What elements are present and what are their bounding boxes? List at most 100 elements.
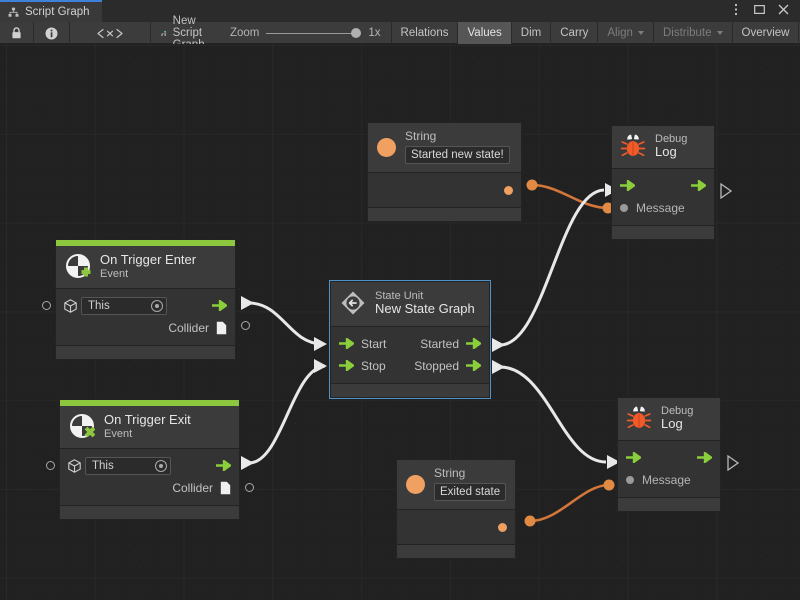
node-row-message: Message [620,197,706,219]
node-body: This Collider [60,448,239,505]
flow-input-arrow-icon[interactable] [339,338,354,350]
node-accent-bar [60,400,239,406]
lock-icon [12,27,21,39]
lock-button[interactable] [0,22,34,44]
node-title: String [434,466,466,480]
collider-value-icon[interactable] [216,321,227,335]
node-body [368,173,521,208]
zoom-label: Zoom [229,27,260,39]
debug-bug-icon [626,407,652,429]
object-picker-icon[interactable] [155,459,167,472]
node-header: String Started new state! [368,123,521,174]
toolbar-button-align[interactable]: Align [598,22,654,44]
zoom-slider-track [266,32,362,34]
toolbar-button-label: Dim [520,27,542,39]
port-enter-target-input[interactable] [42,301,51,310]
node-string-bottom[interactable]: String Exited state [396,459,516,560]
port-exit-target-input[interactable] [46,461,55,470]
toolbar-button-values[interactable]: Values [458,22,512,44]
input-label-stop: Stop [361,358,386,373]
flow-output-arrow-icon[interactable] [691,180,706,192]
flow-output-marker-debug-top[interactable] [719,183,733,199]
kebab-menu-icon[interactable] [729,3,742,16]
info-icon [45,27,58,39]
flow-output-arrow-icon[interactable] [466,338,481,350]
tab-script-graph[interactable]: Script Graph [0,0,102,22]
toolbar-button-distribute[interactable]: Distribute [654,22,733,44]
target-object-value: This [88,299,110,312]
target-object-field[interactable]: This [81,296,167,315]
node-on-trigger-exit[interactable]: On Trigger Exit Event This [59,399,240,520]
info-button[interactable] [34,22,70,44]
wire-endpoint [524,515,536,527]
collider-value-icon[interactable] [220,481,231,495]
toolbar-button-label: Overview [741,27,790,39]
flow-input-arrow-icon[interactable] [339,360,354,372]
message-label: Message [636,200,685,215]
node-row-target: This [64,295,227,317]
code-button[interactable] [70,22,151,44]
node-header: Debug Log [612,126,714,169]
code-brackets-icon [97,28,123,38]
zoom-slider[interactable] [266,27,362,39]
node-title: On Trigger Exit [104,412,191,427]
node-string-top[interactable]: String Started new state! [367,122,522,223]
node-debug-log-bottom[interactable]: Debug Log Message [617,397,721,512]
toolbar-button-carry[interactable]: Carry [551,22,599,44]
graph-name-display[interactable]: New Script Graph [151,15,226,51]
toolbar-button-overview[interactable]: Overview [733,22,800,44]
string-value-text: Started new state! [411,149,504,161]
flow-output-arrow-icon[interactable] [216,460,231,472]
flow-output-arrow-icon[interactable] [697,452,712,464]
collider-label: Collider [168,320,209,335]
node-body: Message [618,440,720,497]
message-input-port[interactable] [626,475,634,484]
port-exit-collider-output[interactable] [245,483,254,492]
zoom-control[interactable]: Zoom 1x [226,22,392,44]
string-value-field[interactable]: Exited state [434,483,507,502]
node-footer [331,382,489,397]
window-controls [729,0,800,22]
value-output-port[interactable] [504,185,513,195]
output-label-started: Started [420,336,459,351]
debug-bug-icon [620,135,646,157]
string-value-icon [406,474,425,494]
toolbar-button-label: Carry [560,27,589,39]
graph-canvas[interactable]: On Trigger Enter Event This [0,44,800,600]
string-value-field[interactable]: Started new state! [405,146,510,165]
node-subtitle: Log [661,416,683,432]
wire-stopped-to-debug-bottom [499,365,607,464]
node-body: This Collider [56,288,235,345]
node-state-unit[interactable]: State Unit New State Graph Start Started [329,280,491,399]
flow-input-arrow-icon[interactable] [626,452,641,464]
node-row-start: Start Started [339,333,481,355]
node-header: String Exited state [397,460,515,511]
message-input-port[interactable] [620,203,628,212]
flow-output-arrow-icon[interactable] [466,360,481,372]
target-object-field[interactable]: This [85,456,171,475]
flow-input-arrow-icon[interactable] [620,180,635,192]
target-object-value: This [92,459,114,472]
value-output-port[interactable] [498,522,507,532]
node-footer [397,544,515,559]
zoom-slider-knob[interactable] [351,28,362,38]
flow-output-marker-debug-bottom[interactable] [726,455,740,471]
node-on-trigger-enter[interactable]: On Trigger Enter Event This [55,239,236,360]
graph-hierarchy-icon [8,7,19,17]
close-icon[interactable] [777,3,790,16]
maximize-icon[interactable] [753,3,766,16]
on-trigger-enter-icon [66,254,91,279]
object-picker-icon[interactable] [151,299,163,312]
node-row-collider: Collider [68,477,231,499]
port-enter-collider-output[interactable] [241,321,250,330]
toolbar-button-relations[interactable]: Relations [392,22,459,44]
script-graph-icon [161,30,167,36]
flow-output-arrow-icon[interactable] [212,300,227,312]
tab-label: Script Graph [25,6,90,18]
toolbar-button-dim[interactable]: Dim [512,22,552,44]
node-body: Message [612,168,714,225]
node-header: On Trigger Exit Event [60,406,239,449]
node-debug-log-top[interactable]: Debug Log Message [611,125,715,240]
node-title: On Trigger Enter [100,252,197,267]
